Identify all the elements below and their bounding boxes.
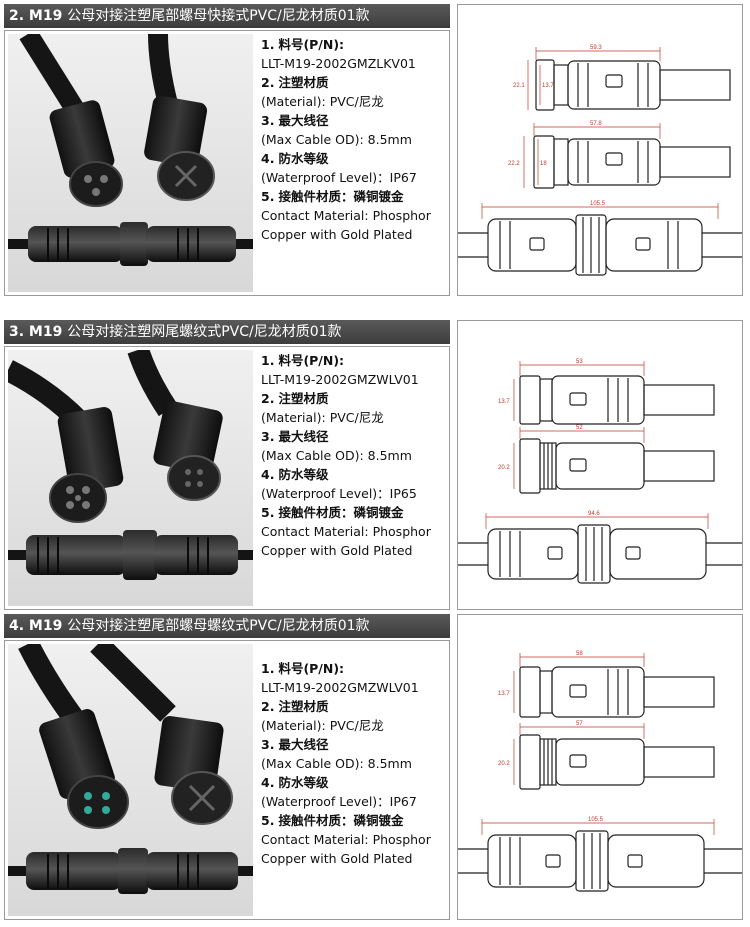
dimension-drawing: 53 13.7 52 20.2 94.6 (458, 359, 742, 584)
product-section-4: 4. M19 公母对接注塑尾部螺母螺纹式PVC/尼龙材质01款 (0, 612, 750, 924)
dimension-drawing-panel: 58 13.7 57 20.2 105.5 (457, 614, 743, 920)
section-title: 4. M19 公母对接注塑尾部螺母螺纹式PVC/尼龙材质01款 (4, 614, 450, 638)
spec-label-contact: 接触件材质：磷铜镀金 (278, 505, 404, 520)
section-title-number: 4. M19 (9, 618, 63, 634)
connector-photo-illustration (8, 34, 253, 292)
dimension-drawing-panel: 53 13.7 52 20.2 94.6 (457, 320, 743, 610)
dim-length-1: 53 (576, 359, 583, 365)
dim-length-3: 105.5 (588, 817, 604, 823)
product-photo (8, 644, 253, 916)
connector-photo-illustration (8, 350, 253, 606)
spec-label-contact: 接触件材质：磷铜镀金 (278, 813, 404, 828)
spec-number: 2. (261, 75, 275, 90)
product-photo (8, 350, 253, 606)
spec-number: 4. (261, 151, 275, 166)
spec-value-contact: Contact Material: Phosphor (261, 208, 431, 223)
dimension-drawing: 58 13.7 57 20.2 105.5 (458, 651, 742, 892)
dim-length-1: 58 (576, 651, 583, 657)
product-photo (8, 34, 253, 292)
dim-height-2: 20.2 (498, 465, 510, 471)
dim-height-2: 22.2 (508, 161, 520, 167)
spec-number: 2. (261, 391, 275, 406)
spec-list: 1. 料号(P/N): LLT-M19-2002GMZWLV01 2. 注塑材质… (261, 659, 449, 868)
spec-number: 4. (261, 775, 275, 790)
section-title-number: 3. M19 (9, 324, 63, 340)
dim-height-2: 20.2 (498, 761, 510, 767)
spec-label-part-number: 料号(P/N): (278, 353, 345, 368)
section-title: 2. M19 公母对接注塑尾部螺母快接式PVC/尼龙材质01款 (4, 4, 450, 28)
spec-value-waterproof: (Waterproof Level)：IP67 (261, 794, 417, 809)
spec-value-part-number: LLT-M19-2002GMZWLV01 (261, 372, 419, 387)
connector-photo-illustration (8, 644, 253, 916)
spec-value-material: (Material): PVC/尼龙 (261, 94, 384, 109)
spec-value-contact-plating: Copper with Gold Plated (261, 543, 413, 558)
product-info-panel: 1. 料号(P/N): LLT-M19-2002GMZWLV01 2. 注塑材质… (4, 640, 450, 920)
section-title-text: 公母对接注塑尾部螺母快接式PVC/尼龙材质01款 (67, 8, 370, 24)
spec-number: 5. (261, 813, 275, 828)
spec-list: 1. 料号(P/N): LLT-M19-2002GMZLKV01 2. 注塑材质… (261, 35, 449, 244)
spec-value-waterproof: (Waterproof Level)：IP65 (261, 486, 417, 501)
spec-label-cable-od: 最大线径 (278, 737, 329, 752)
dim-height-1: 13.7 (498, 691, 510, 697)
dim-height-1: 13.7 (498, 399, 510, 405)
spec-label-waterproof: 防水等级 (278, 151, 329, 166)
dimension-drawing: 59.3 22.1 13.7 57.8 22.2 18 105.5 (458, 45, 742, 276)
product-info-panel: 1. 料号(P/N): LLT-M19-2002GMZLKV01 2. 注塑材质… (4, 30, 450, 296)
dim-length-2: 57 (576, 721, 583, 727)
dim-length-2: 52 (576, 425, 583, 431)
spec-label-cable-od: 最大线径 (278, 429, 329, 444)
spec-value-part-number: LLT-M19-2002GMZLKV01 (261, 56, 416, 71)
dim-height-1: 22.1 (513, 83, 525, 89)
spec-number: 3. (261, 737, 275, 752)
spec-value-contact: Contact Material: Phosphor (261, 832, 431, 847)
spec-value-cable-od: (Max Cable OD): 8.5mm (261, 756, 412, 771)
spec-label-contact: 接触件材质：磷铜镀金 (278, 189, 404, 204)
dim-height-2b: 18 (540, 161, 547, 167)
spec-value-waterproof: (Waterproof Level)：IP67 (261, 170, 417, 185)
spec-number: 2. (261, 699, 275, 714)
dim-length-3: 94.6 (588, 511, 600, 517)
spec-number: 3. (261, 113, 275, 128)
dim-length-1: 59.3 (590, 45, 602, 51)
section-title: 3. M19 公母对接注塑网尾螺纹式PVC/尼龙材质01款 (4, 320, 450, 344)
spec-number: 1. (261, 37, 275, 52)
spec-label-waterproof: 防水等级 (278, 775, 329, 790)
spec-value-material: (Material): PVC/尼龙 (261, 410, 384, 425)
dim-length-3: 105.5 (590, 201, 606, 207)
spec-value-contact-plating: Copper with Gold Plated (261, 227, 413, 242)
section-title-text: 公母对接注塑尾部螺母螺纹式PVC/尼龙材质01款 (67, 618, 370, 634)
dimension-drawing-panel: 59.3 22.1 13.7 57.8 22.2 18 105.5 (457, 4, 743, 296)
spec-value-contact: Contact Material: Phosphor (261, 524, 431, 539)
dim-length-2: 57.8 (590, 121, 602, 127)
spec-number: 1. (261, 353, 275, 368)
spec-label-part-number: 料号(P/N): (278, 661, 345, 676)
spec-value-cable-od: (Max Cable OD): 8.5mm (261, 448, 412, 463)
spec-value-part-number: LLT-M19-2002GMZWLV01 (261, 680, 419, 695)
section-title-text: 公母对接注塑网尾螺纹式PVC/尼龙材质01款 (67, 324, 342, 340)
spec-label-cable-od: 最大线径 (278, 113, 329, 128)
dim-height-1b: 13.7 (542, 83, 554, 89)
spec-number: 5. (261, 505, 275, 520)
product-section-3: 3. M19 公母对接注塑网尾螺纹式PVC/尼龙材质01款 (0, 318, 750, 610)
spec-label-part-number: 料号(P/N): (278, 37, 345, 52)
spec-list: 1. 料号(P/N): LLT-M19-2002GMZWLV01 2. 注塑材质… (261, 351, 449, 560)
spec-number: 1. (261, 661, 275, 676)
product-info-panel: 1. 料号(P/N): LLT-M19-2002GMZWLV01 2. 注塑材质… (4, 346, 450, 610)
spec-value-material: (Material): PVC/尼龙 (261, 718, 384, 733)
spec-label-material: 注塑材质 (278, 75, 329, 90)
spec-label-material: 注塑材质 (278, 391, 329, 406)
spec-number: 3. (261, 429, 275, 444)
spec-label-waterproof: 防水等级 (278, 467, 329, 482)
spec-number: 4. (261, 467, 275, 482)
spec-number: 5. (261, 189, 275, 204)
product-section-2: 2. M19 公母对接注塑尾部螺母快接式PVC/尼龙材质01款 (0, 0, 750, 300)
spec-value-contact-plating: Copper with Gold Plated (261, 851, 413, 866)
spec-label-material: 注塑材质 (278, 699, 329, 714)
section-title-number: 2. M19 (9, 8, 63, 24)
spec-value-cable-od: (Max Cable OD): 8.5mm (261, 132, 412, 147)
